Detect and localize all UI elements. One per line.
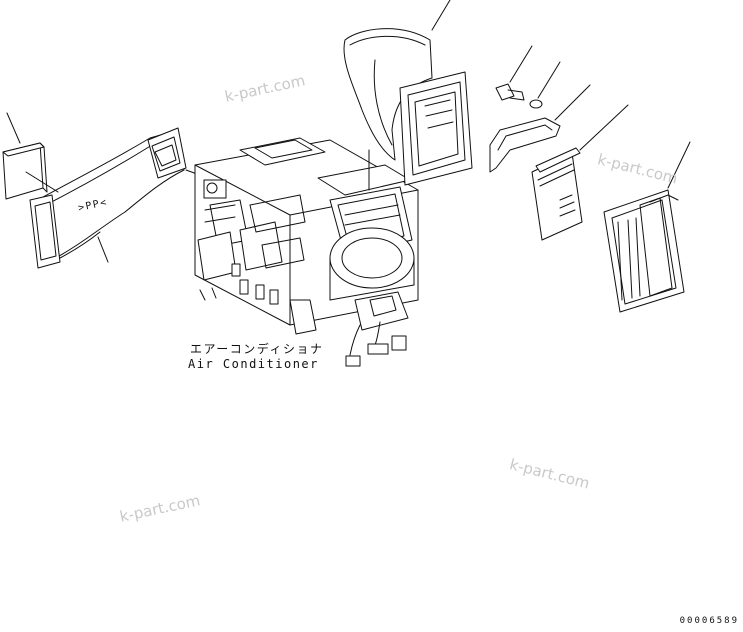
leader-duct-a <box>26 172 58 192</box>
caption-english: Air Conditioner <box>188 357 319 371</box>
filter-element <box>532 148 582 240</box>
caption-japanese: エアーコンディショナ <box>190 342 324 356</box>
leader-filter-element <box>580 105 628 150</box>
air-duct-top <box>344 29 472 185</box>
filter-case <box>604 190 684 312</box>
washer <box>530 100 542 108</box>
leader-filter-case <box>668 142 690 188</box>
filter-pad <box>3 143 47 199</box>
gasket-plate <box>490 118 560 172</box>
bolt <box>496 84 524 100</box>
air-conditioner-unit <box>195 138 418 366</box>
leader-filter-pad <box>7 113 20 143</box>
leader-duct-b <box>98 237 108 262</box>
reference-number: 00006589 <box>679 616 739 626</box>
leader-washer <box>538 62 560 98</box>
leader-gasket <box>555 85 590 120</box>
leader-bolt <box>510 46 532 82</box>
air-duct-left <box>30 128 186 268</box>
leader-top-duct <box>432 0 450 30</box>
